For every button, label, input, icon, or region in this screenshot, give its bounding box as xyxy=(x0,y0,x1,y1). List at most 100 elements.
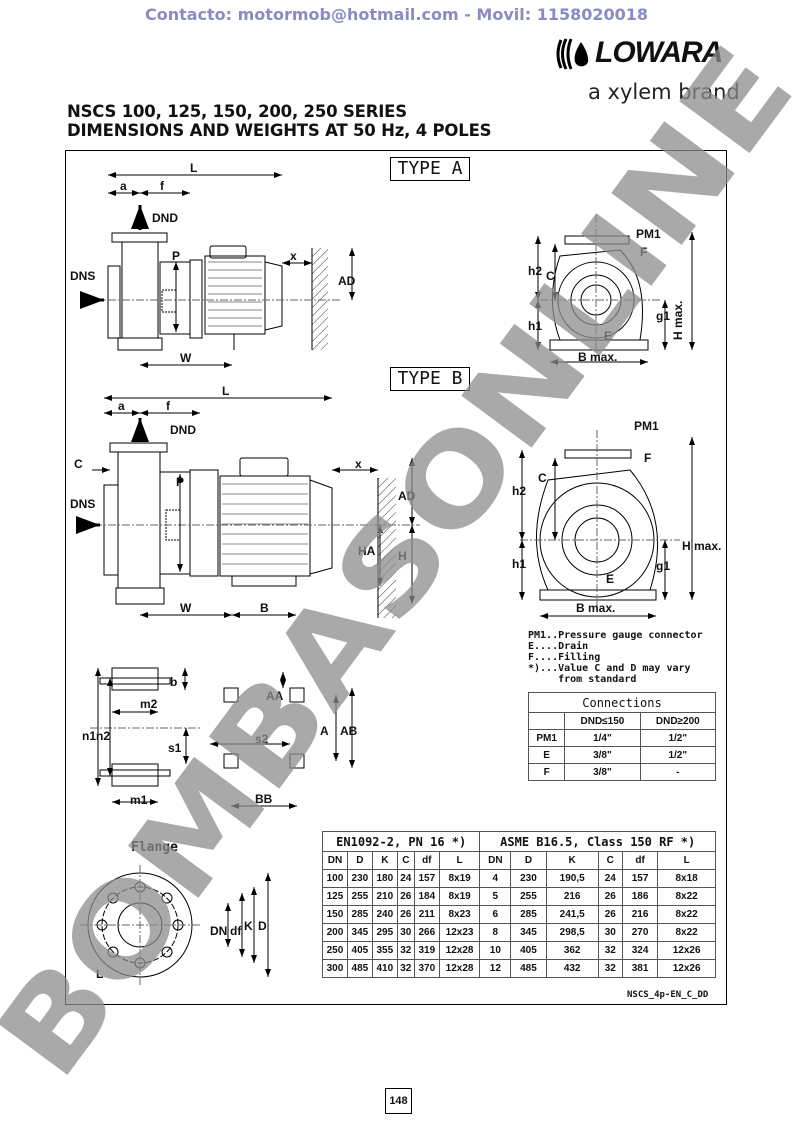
table-cell: 30 xyxy=(597,923,623,942)
table-cell: 355 xyxy=(371,941,398,960)
table-cell: 298,5 xyxy=(545,923,599,942)
table-cell: 241,5 xyxy=(545,905,599,924)
dim-label: H max. xyxy=(671,301,685,340)
dim-label: g1 xyxy=(656,309,670,323)
table-cell: 157 xyxy=(413,869,440,888)
dim-label: df xyxy=(230,924,242,938)
table-cell: 362 xyxy=(545,941,599,960)
table-cell: E xyxy=(527,746,566,764)
dim-label: DNS xyxy=(70,497,95,511)
table-cell: 432 xyxy=(545,959,599,978)
dim-label: h1 xyxy=(512,557,526,571)
table-cell: 8x19 xyxy=(438,869,481,888)
column-header: DND≤150 xyxy=(564,712,641,730)
table-cell: 240 xyxy=(371,905,398,924)
table-cell: 12x28 xyxy=(438,941,481,960)
dim-label: DN xyxy=(210,924,227,938)
dim-label: C xyxy=(546,269,555,283)
legend-item: F....Filling xyxy=(528,652,601,663)
table-cell: PM1 xyxy=(527,729,566,747)
table-cell: 485 xyxy=(510,959,547,978)
table-cell: 410 xyxy=(371,959,398,978)
dim-label: L xyxy=(190,161,197,175)
table-cell: 285 xyxy=(510,905,547,924)
table-cell: 319 xyxy=(413,941,440,960)
table-cell: 30 xyxy=(396,923,415,942)
column-header: df xyxy=(413,851,440,870)
dim-label: K xyxy=(244,919,253,933)
flange-label: Flange xyxy=(131,840,178,855)
table-cell: 1/2" xyxy=(639,746,717,764)
table-cell: 32 xyxy=(396,959,415,978)
connections-title: Connections xyxy=(528,692,716,713)
dim-label: HA xyxy=(358,544,376,558)
column-header: L xyxy=(438,851,481,870)
legend-item: from standard xyxy=(528,674,637,685)
table-cell: 5 xyxy=(479,887,512,906)
table-cell: 255 xyxy=(510,887,547,906)
table-cell: 24 xyxy=(597,869,623,888)
table-cell: 8x19 xyxy=(438,887,481,906)
lowara-logo: LOWARA xyxy=(555,36,730,72)
table-cell: 125 xyxy=(322,887,348,906)
dim-label: DND xyxy=(152,211,178,225)
table-cell: 250 xyxy=(322,941,348,960)
en1092-header: EN1092-2, PN 16 *) xyxy=(321,831,481,852)
table-cell: 1/4" xyxy=(564,729,641,747)
table-cell: 485 xyxy=(346,959,373,978)
dim-label: AD xyxy=(398,489,416,503)
table-cell: 10 xyxy=(479,941,512,960)
dim-label: AD xyxy=(338,274,356,288)
table-cell: 370 xyxy=(413,959,440,978)
column-header: DN xyxy=(322,851,348,870)
dim-label: x xyxy=(290,249,297,263)
table-cell: 345 xyxy=(510,923,547,942)
column-header xyxy=(527,712,566,730)
table-cell: 26 xyxy=(396,905,415,924)
table-cell: 211 xyxy=(413,905,440,924)
dim-label: x xyxy=(355,457,362,471)
dim-label: h2 xyxy=(528,264,542,278)
table-cell: 12x26 xyxy=(657,959,716,978)
type-a-front-view xyxy=(535,215,695,365)
table-cell: 210 xyxy=(371,887,398,906)
column-header: df xyxy=(621,851,659,870)
dim-label: PM1 xyxy=(636,227,661,241)
type-a-label: TYPE A xyxy=(390,157,470,181)
table-cell: 190,5 xyxy=(545,869,599,888)
dim-label: AB xyxy=(340,724,358,738)
table-cell: 186 xyxy=(621,887,659,906)
table-cell: 8x23 xyxy=(438,905,481,924)
table-cell: 4 xyxy=(479,869,512,888)
table-cell: 216 xyxy=(621,905,659,924)
table-cell: 381 xyxy=(621,959,659,978)
column-header: D xyxy=(510,851,547,870)
dim-label: H max. xyxy=(682,539,721,553)
table-cell: 26 xyxy=(597,887,623,906)
dim-label: g1 xyxy=(656,559,670,573)
column-header: L xyxy=(657,851,716,870)
table-cell: 32 xyxy=(396,941,415,960)
table-cell: 8x18 xyxy=(657,869,716,888)
table-cell: 285 xyxy=(346,905,373,924)
logo-text: LOWARA xyxy=(595,36,723,69)
legend-item: *)...Value C and D may vary xyxy=(528,663,691,674)
dim-label: H xyxy=(398,549,407,563)
table-cell: 12x26 xyxy=(657,941,716,960)
table-cell: 8 xyxy=(479,923,512,942)
table-cell: 24 xyxy=(396,869,415,888)
dim-label: DND xyxy=(170,423,196,437)
table-cell: 345 xyxy=(346,923,373,942)
dim-label: P xyxy=(172,249,180,263)
dim-label: m2 xyxy=(140,697,158,711)
dim-label: L xyxy=(96,967,103,981)
dim-label: D xyxy=(258,919,267,933)
